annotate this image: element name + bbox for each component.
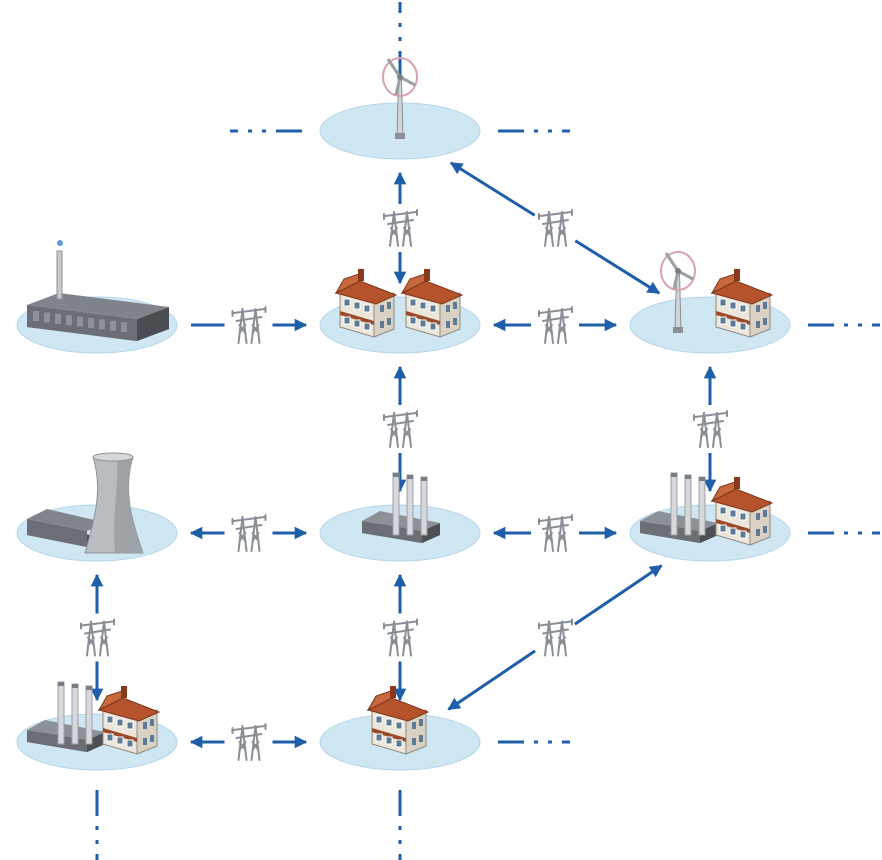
node-n-factory	[16, 240, 178, 354]
connection-n-nuclear-to-n-power-plant	[189, 514, 308, 552]
connection-n-house-bottom-to-n-plant-house-right	[447, 564, 663, 711]
node-n-plant-house-right	[629, 472, 791, 562]
node-n-nuclear	[16, 452, 178, 562]
connection-n-houses-to-n-power-plant	[383, 365, 418, 493]
connection-n-wind-house-to-n-plant-house-right	[693, 365, 728, 493]
pylon-icon	[538, 514, 573, 552]
power-plant-icon	[27, 681, 105, 752]
node-n-wind-top	[319, 57, 481, 160]
connection-n-wind-top-to-n-houses	[383, 171, 418, 285]
pylon-icon	[231, 514, 267, 552]
pylon-icon	[80, 618, 115, 657]
house-icon	[400, 269, 464, 338]
pylon-icon	[231, 723, 267, 761]
factory-icon	[27, 240, 169, 341]
node-n-wind-house	[629, 251, 791, 354]
pylon-icon	[538, 306, 573, 344]
arrow-segment	[449, 161, 536, 217]
connection-n-plant-house-left-to-n-house-bottom	[189, 723, 308, 761]
pylon-icon	[693, 410, 728, 448]
wind-turbine-icon	[660, 251, 696, 333]
node-n-plant-house-left	[16, 681, 178, 771]
connection-n-power-plant-to-n-house-bottom	[383, 573, 418, 702]
house-icon	[710, 269, 774, 338]
connection-n-nuclear-to-n-plant-house-left	[80, 573, 115, 702]
grid-connections	[80, 161, 728, 761]
node-n-power-plant	[319, 472, 481, 562]
node-n-houses	[319, 269, 481, 354]
pylon-icon	[383, 209, 418, 247]
wind-turbine-icon	[382, 57, 418, 139]
arrow-segment	[447, 649, 536, 711]
connection-n-factory-to-n-houses	[191, 306, 308, 344]
house-icon	[97, 686, 161, 755]
power-plant-icon	[640, 472, 718, 543]
arrow-segment	[574, 239, 661, 295]
cooling-tower-icon	[27, 452, 144, 554]
house-icon	[334, 269, 398, 338]
pylon-icon	[231, 306, 267, 344]
power-plant-icon	[362, 472, 440, 543]
pylon-icon	[538, 618, 573, 657]
connection-n-houses-to-n-wind-house	[492, 306, 618, 344]
connection-n-power-plant-to-n-plant-house-right	[492, 514, 618, 552]
house-icon	[710, 477, 774, 546]
house-icon	[366, 686, 430, 755]
grid-nodes	[16, 57, 791, 771]
continuation-lines	[95, 2, 880, 860]
pylon-icon	[538, 209, 573, 247]
arrow-segment	[574, 564, 663, 626]
connection-n-wind-top-to-n-wind-house	[449, 161, 661, 295]
node-n-house-bottom	[319, 686, 481, 771]
pylon-icon	[383, 618, 418, 657]
pylon-icon	[383, 410, 418, 448]
